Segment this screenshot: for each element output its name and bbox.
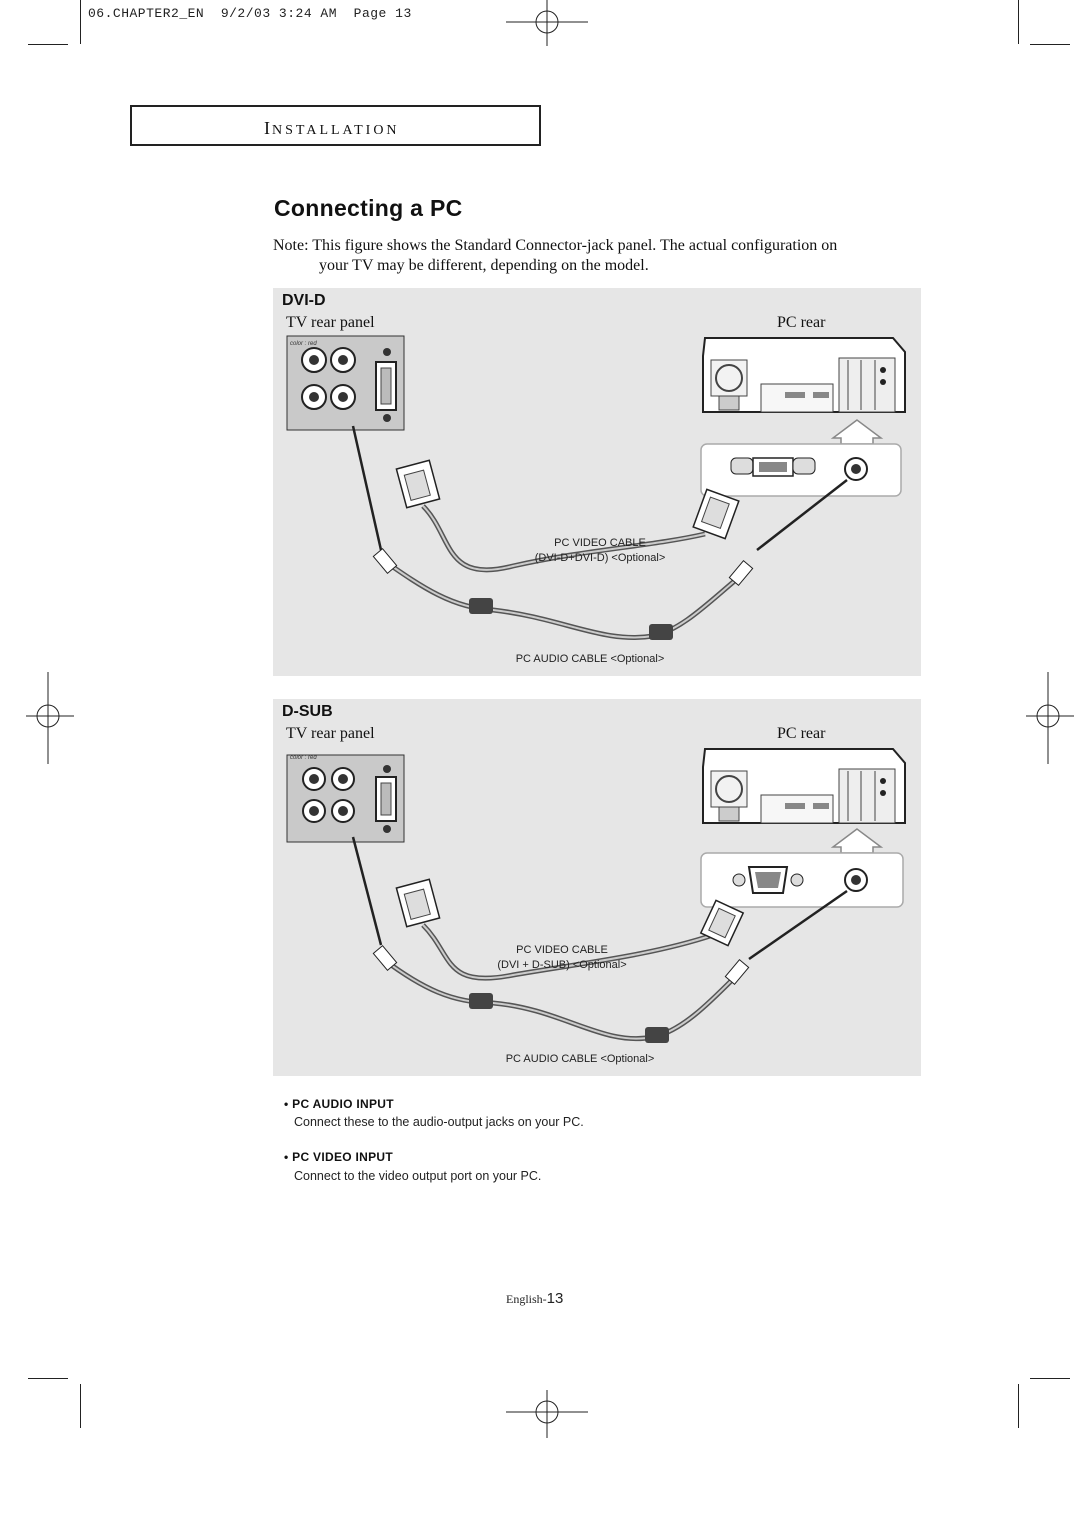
callout-arrow — [830, 828, 884, 854]
tv-dvi-port — [375, 765, 397, 833]
dvi-d-audio-cable-label: PC AUDIO CABLE <Optional> — [515, 653, 665, 665]
bullet-heading-pc-video-input: • PC VIDEO INPUT — [284, 1150, 394, 1164]
pc-vga-connector-closeup — [732, 866, 804, 894]
audio-cable — [351, 836, 848, 1043]
dvi-d-video-cable-line-2: (DVI-D+DVI-D) <Optional> — [534, 552, 666, 564]
print-slug: 06.CHAPTER2_EN 9/2/03 3:24 AM Page 13 — [88, 6, 412, 21]
bullet-text-pc-video-input: Connect to the video output port on your… — [294, 1169, 542, 1183]
pc-audio-jack-closeup — [844, 868, 868, 892]
section-label: INSTALLATION — [264, 118, 400, 139]
dvi-video-cable — [395, 459, 740, 573]
note-paragraph: Note: This figure shows the Standard Con… — [273, 236, 933, 276]
pc-audio-jack-closeup — [844, 457, 868, 481]
d-sub-video-cable-label: PC VIDEO CABLE (DVI + D-SUB) <Optional> — [432, 943, 692, 973]
d-sub-audio-cable-label: PC AUDIO CABLE <Optional> — [505, 1053, 655, 1065]
note-line-2: your TV may be different, depending on t… — [319, 257, 649, 274]
d-sub-connection-diagram — [286, 748, 906, 1043]
section-label-initial: I — [264, 118, 272, 138]
pc-dvi-connector-closeup — [730, 457, 816, 477]
d-sub-tv-rear-label: TV rear panel — [286, 725, 375, 742]
d-sub-panel-title: D-SUB — [282, 703, 333, 720]
registration-mark-top — [506, 0, 588, 46]
bullet-text-pc-audio-input: Connect these to the audio-output jacks … — [294, 1115, 584, 1129]
pc-rear-graphic — [702, 748, 906, 824]
registration-mark-bottom — [506, 1390, 588, 1438]
page-number: English-13 — [506, 1290, 563, 1307]
tv-audio-jacks — [302, 767, 355, 823]
bullet-heading-pc-audio-input: • PC AUDIO INPUT — [284, 1097, 394, 1111]
tv-audio-jacks — [301, 347, 356, 410]
d-sub-diagram-panel: D-SUB TV rear panel PC rear color : red … — [273, 699, 921, 1076]
registration-mark-right — [1026, 672, 1074, 764]
audio-cable — [351, 425, 848, 640]
d-sub-video-cable-line-1: PC VIDEO CABLE — [516, 944, 608, 956]
page-number-word: English- — [506, 1292, 547, 1306]
dvi-d-connection-diagram — [286, 335, 906, 640]
pc-rear-graphic — [702, 337, 906, 413]
d-sub-video-cable-line-2: (DVI + D-SUB) <Optional> — [497, 959, 627, 971]
dvi-d-video-cable-line-1: PC VIDEO CABLE — [554, 537, 646, 549]
section-header-box — [130, 105, 541, 146]
d-sub-color-note: color : red — [290, 755, 317, 761]
dvi-d-panel-title: DVI-D — [282, 292, 326, 309]
d-sub-pc-rear-label: PC rear — [777, 725, 826, 742]
dvi-d-diagram-panel: DVI-D TV rear panel PC rear color : red … — [273, 288, 921, 676]
page-title: Connecting a PC — [274, 195, 463, 221]
page-number-value: 13 — [546, 1290, 564, 1307]
section-label-rest: NSTALLATION — [272, 123, 400, 138]
callout-arrow — [830, 419, 884, 445]
registration-mark-left — [26, 672, 74, 764]
note-line-1: Note: This figure shows the Standard Con… — [273, 237, 838, 254]
dvi-d-color-note: color : red — [290, 341, 317, 347]
dvi-dsub-video-cable — [395, 878, 745, 981]
dvi-d-tv-rear-label: TV rear panel — [286, 314, 375, 331]
dvi-d-pc-rear-label: PC rear — [777, 314, 826, 331]
tv-dvi-port — [375, 348, 397, 422]
dvi-d-video-cable-label: PC VIDEO CABLE (DVI-D+DVI-D) <Optional> — [470, 536, 730, 566]
